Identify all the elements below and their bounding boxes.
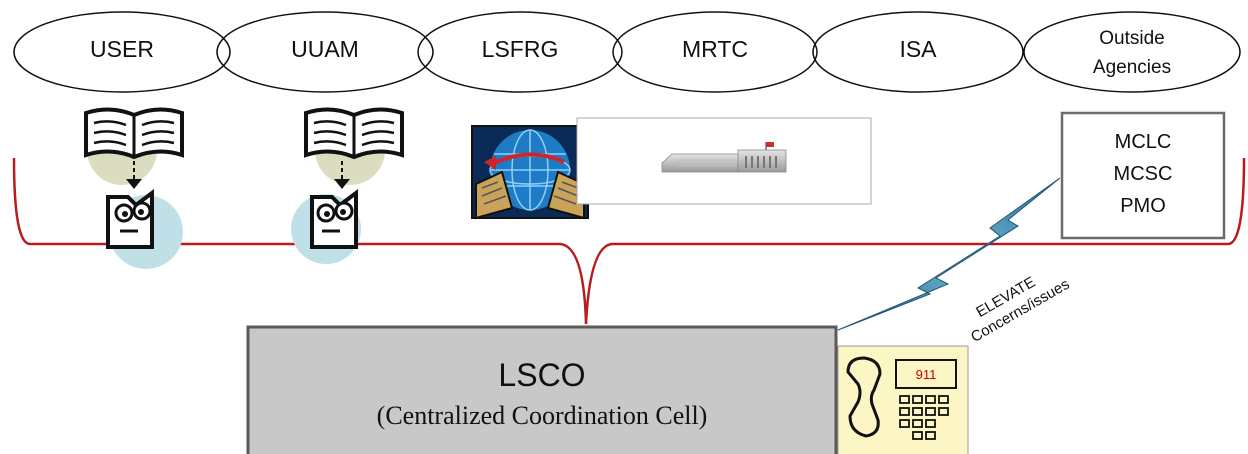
oval-label-uuam: UUAM [291, 36, 359, 62]
network-globe-icon [471, 125, 589, 220]
oval-mrtc: MRTC [612, 11, 818, 93]
oval-user: USER [13, 11, 231, 93]
book-reader-icon [291, 107, 404, 264]
lsco-title: LSCO [498, 357, 585, 393]
authority-mclc: MCLC [1115, 131, 1172, 153]
oval-label-outside-2: Agencies [1093, 57, 1171, 78]
oval-uuam: UUAM [216, 11, 434, 93]
oval-isa: ISA [812, 11, 1024, 93]
authority-mcsc: MCSC [1114, 163, 1173, 185]
server-rack-icon [661, 142, 787, 173]
elevate-label: ELEVATE Concerns/issues [968, 274, 1073, 346]
oval-lsfrg: LSFRG [417, 11, 623, 93]
authority-pmo: PMO [1120, 195, 1166, 217]
oval-label-mrtc: MRTC [682, 36, 748, 62]
escalation-authorities-box: MCLC MCSC PMO [1060, 111, 1226, 240]
phone-display: 911 [916, 367, 937, 382]
oval-label-lsfrg: LSFRG [482, 36, 559, 62]
server-panel [576, 117, 872, 205]
phone-icon: 911 [837, 345, 969, 454]
lightning-bolt-icon [837, 177, 1061, 331]
oval-label-outside-1: Outside [1099, 28, 1164, 49]
book-reader-icon [84, 107, 184, 269]
oval-label-user: USER [90, 36, 154, 62]
lsco-subtitle: (Centralized Coordination Cell) [377, 401, 708, 430]
oval-label-isa: ISA [899, 36, 937, 62]
lsco-box: LSCO (Centralized Coordination Cell) [246, 325, 838, 454]
oval-outside-agencies: Outside Agencies [1023, 11, 1241, 93]
